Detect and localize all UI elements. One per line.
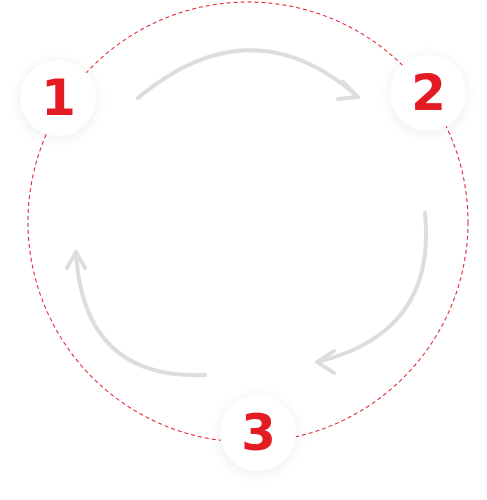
step-1-node: 1 [20, 60, 96, 136]
step-2-node: 2 [390, 55, 466, 131]
step-3-label: 3 [241, 404, 276, 462]
arrow-3-to-1 [65, 250, 207, 378]
step-1-label: 1 [41, 69, 76, 127]
arrow-2-to-3 [315, 211, 429, 375]
step-2-label: 2 [411, 64, 446, 122]
step-3-node: 3 [220, 395, 296, 471]
arrow-1-to-2 [136, 48, 360, 101]
